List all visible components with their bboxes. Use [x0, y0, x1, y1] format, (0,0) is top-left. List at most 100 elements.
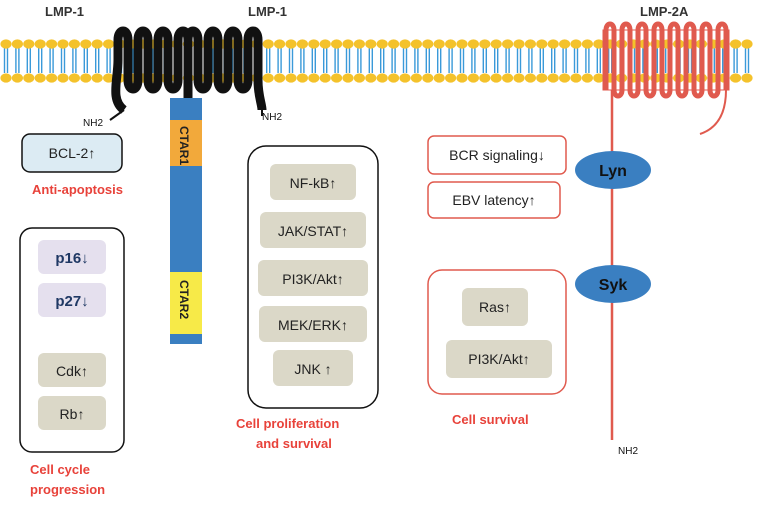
lipid-head: [467, 73, 479, 83]
lipid-head: [730, 73, 742, 83]
lipid-head: [342, 73, 354, 83]
lipid-head: [422, 73, 434, 83]
lmp1-left-protein: [109, 26, 193, 121]
lmp2a-protein: [602, 21, 730, 440]
ctar1-region: [170, 120, 202, 166]
lipid-head: [547, 73, 559, 83]
syk-kinase: [575, 265, 651, 303]
lipid-head: [353, 39, 365, 49]
proliferation-item-box: [258, 260, 368, 296]
lipid-head: [399, 39, 411, 49]
lipid-head: [103, 73, 115, 83]
lipid-head: [410, 73, 422, 83]
lipid-head: [46, 39, 58, 49]
proliferation-label-2: and survival: [256, 436, 332, 451]
lipid-head: [433, 73, 445, 83]
lipid-head: [399, 73, 411, 83]
lipid-head: [91, 73, 103, 83]
proliferation-item-text: JNK ↑: [294, 361, 331, 377]
lipid-head: [410, 39, 422, 49]
lipid-head: [524, 73, 537, 83]
lipid-head: [296, 39, 308, 49]
lipid-head: [490, 39, 502, 49]
cell-cycle-item-box: [38, 396, 106, 430]
lipid-head: [456, 39, 468, 49]
lipid-head: [570, 39, 582, 49]
ctar2-region: [170, 272, 202, 334]
proliferation-item-text: MEK/ERK↑: [278, 317, 348, 333]
lipid-head: [524, 39, 537, 49]
bcl2-box: [21, 133, 123, 173]
lipid-head: [513, 73, 525, 83]
cell-cycle-label-1: Cell cycle: [30, 462, 90, 477]
lipid-head: [46, 73, 58, 83]
lipid-head: [285, 39, 297, 49]
lipid-head: [741, 73, 753, 83]
proliferation-item-box: [259, 306, 367, 342]
lipid-head: [536, 39, 548, 49]
lipid-head: [11, 39, 23, 49]
lipid-head: [262, 39, 274, 49]
lipid-head: [365, 73, 377, 83]
bcr-signaling-box: [427, 135, 567, 175]
proliferation-item-box: [260, 212, 366, 248]
ebv-latency-box: [427, 181, 561, 219]
lipid-head: [34, 39, 46, 49]
lipid-head: [68, 39, 80, 49]
ebv-latency-text: EBV latency↑: [452, 192, 535, 208]
lmp1-right-protein: [183, 26, 267, 116]
lipid-head: [593, 39, 605, 49]
lipid-head: [11, 73, 23, 83]
proliferation-label-1: Cell proliferation: [236, 416, 339, 431]
cell-cycle-item-box: [38, 283, 106, 317]
lipid-head: [559, 39, 571, 49]
lipid-head: [570, 73, 582, 83]
lipid-head: [388, 73, 400, 83]
nh2-left-label: NH2: [83, 118, 103, 129]
lipid-head: [467, 39, 479, 49]
proliferation-item-text: JAK/STAT↑: [278, 223, 348, 239]
lipid-head: [513, 39, 525, 49]
lmp1-right-title: LMP-1: [248, 4, 287, 19]
lipid-head: [365, 39, 377, 49]
lipid-head: [593, 73, 605, 83]
lipid-head: [433, 39, 445, 49]
lyn-label: Lyn: [599, 163, 627, 180]
lipid-head: [308, 39, 320, 49]
lipid-head: [559, 73, 571, 83]
cell-survival-label: Cell survival: [452, 412, 529, 427]
ras-box: [462, 288, 528, 326]
lipid-head: [296, 73, 308, 83]
lipid-head: [422, 39, 434, 49]
lipid-head: [23, 39, 35, 49]
lipid-head: [285, 73, 297, 83]
lipid-head: [730, 39, 742, 49]
lipid-head: [262, 73, 274, 83]
lipid-head: [319, 73, 331, 83]
lipid-head: [308, 73, 320, 83]
lipid-head: [547, 39, 559, 49]
lipid-head: [445, 39, 457, 49]
proliferation-item-box: [273, 350, 353, 386]
proliferation-item-text: PI3K/Akt↑: [282, 271, 343, 287]
lipid-head: [479, 73, 491, 83]
lipid-head: [0, 39, 12, 49]
bcr-signaling-text: BCR signaling↓: [449, 147, 545, 163]
lipid-head: [34, 73, 46, 83]
lipid-head: [479, 39, 491, 49]
syk-label: Syk: [599, 277, 628, 294]
lipid-head: [23, 73, 35, 83]
pi3k-survival-box: [446, 340, 552, 378]
lipid-head: [353, 73, 365, 83]
lipid-head: [741, 39, 753, 49]
cell-cycle-item-text: p27↓: [55, 293, 88, 310]
lmp2a-title: LMP-2A: [640, 4, 689, 19]
lipid-head: [57, 39, 69, 49]
lipid-head: [388, 39, 400, 49]
lipid-head: [0, 73, 12, 83]
ctar1-label: CTAR1: [177, 126, 191, 165]
cell-cycle-item-text: Rb↑: [60, 406, 85, 422]
lipid-head: [342, 39, 354, 49]
